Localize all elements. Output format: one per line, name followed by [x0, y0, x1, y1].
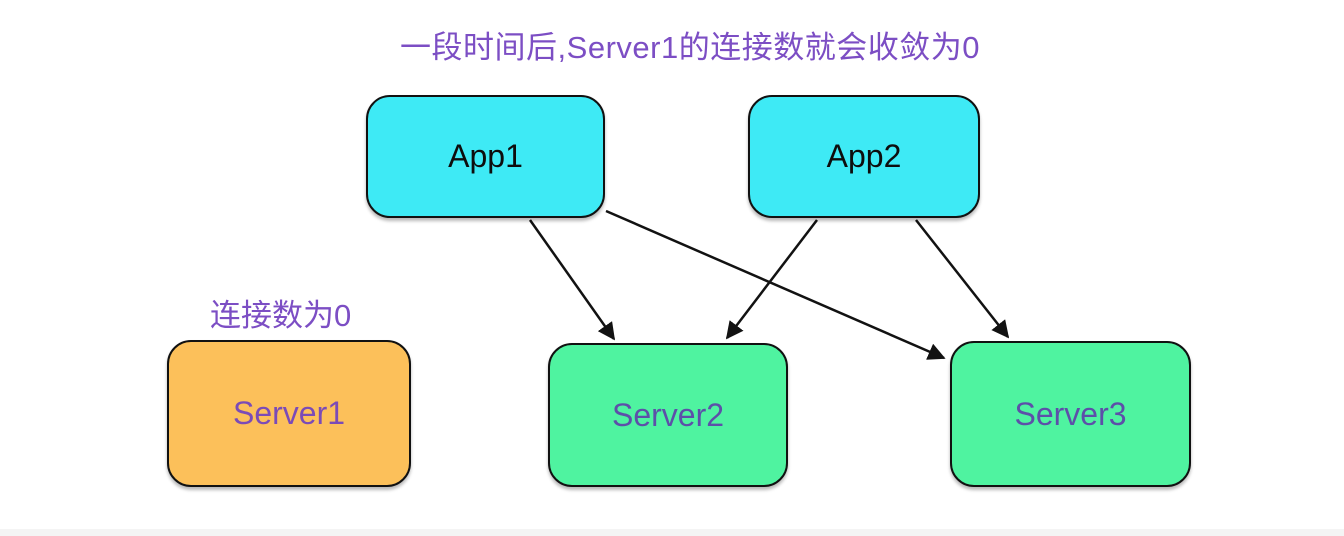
node-app1-label: App1	[448, 138, 523, 174]
diagram-title: 一段时间后,Server1的连接数就会收敛为0	[400, 30, 980, 65]
node-server2: Server2	[548, 343, 788, 487]
connection-count-label: 连接数为0	[210, 298, 352, 333]
node-server1: Server1	[167, 340, 411, 487]
node-server3: Server3	[950, 341, 1191, 487]
page-bottom-edge	[0, 529, 1344, 536]
node-server3-label: Server3	[1014, 395, 1127, 432]
arrow-app1-to-server3	[605, 209, 946, 360]
node-server1-label: Server1	[232, 395, 346, 431]
node-app2: App2	[748, 95, 980, 218]
arrow-app1-to-server2	[528, 219, 616, 341]
node-server2-label: Server2	[611, 396, 725, 433]
node-app1: App1	[366, 95, 605, 218]
arrow-app2-to-server3	[915, 219, 1010, 339]
arrow-app2-to-server2	[725, 219, 818, 340]
node-app2-label: App2	[826, 138, 902, 174]
